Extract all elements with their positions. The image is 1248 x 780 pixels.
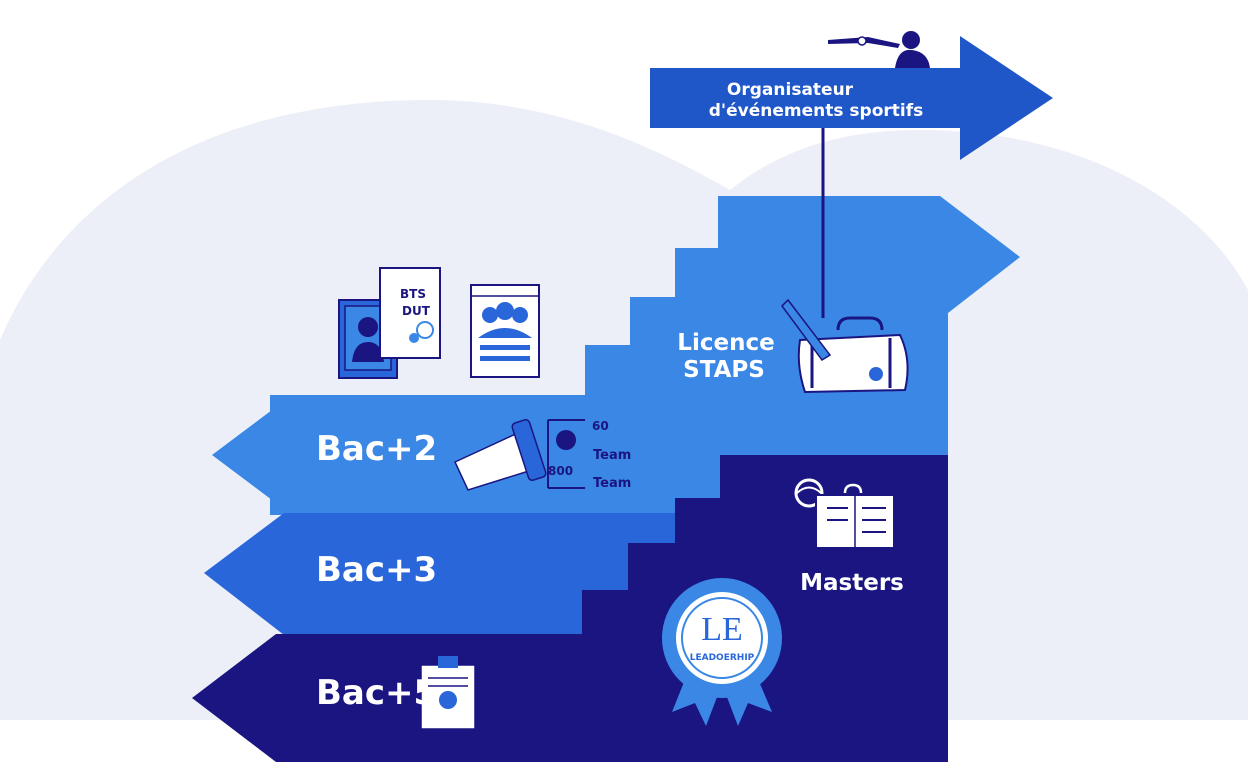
licence-line2: STAPS xyxy=(683,357,765,383)
bac2-arrow xyxy=(212,395,585,515)
group-card-icon xyxy=(470,284,540,378)
bac5-arrow xyxy=(192,634,600,762)
sports-bag-icon xyxy=(781,298,909,394)
goal-arrow xyxy=(650,36,1053,318)
bts-dut-document-icon: BTS DUT xyxy=(379,267,441,359)
schedule-num-60: 60 xyxy=(592,419,609,433)
leadership-badge-icon: LE LEADOERHIP xyxy=(662,578,782,726)
certificate-icon xyxy=(420,656,476,730)
notebook-icon xyxy=(794,478,895,549)
goal-line1: Organisateur xyxy=(727,80,854,100)
badge-initials: LE xyxy=(701,611,743,648)
bac3-arrow xyxy=(204,513,700,635)
badge-caption: LEADOERHIP xyxy=(690,653,755,663)
bac2-label: Bac+2 xyxy=(316,429,437,469)
schedule-team-1: Team xyxy=(593,448,631,463)
bts-text: BTS xyxy=(400,287,426,301)
trumpeter-icon xyxy=(828,31,930,68)
schedule-num-800: 800 xyxy=(548,464,573,478)
schedule-team-2: Team xyxy=(593,476,631,491)
bac5-label: Bac+5 xyxy=(316,673,437,713)
goal-line2: d'événements sportifs xyxy=(709,101,923,121)
masters-label: Masters xyxy=(800,570,904,596)
schedule-card: 800 60 Team Team xyxy=(547,419,631,491)
bac3-label: Bac+3 xyxy=(316,550,437,590)
licence-line1: Licence xyxy=(677,330,774,356)
megaphone-icon xyxy=(454,418,547,491)
dut-text: DUT xyxy=(402,304,431,318)
